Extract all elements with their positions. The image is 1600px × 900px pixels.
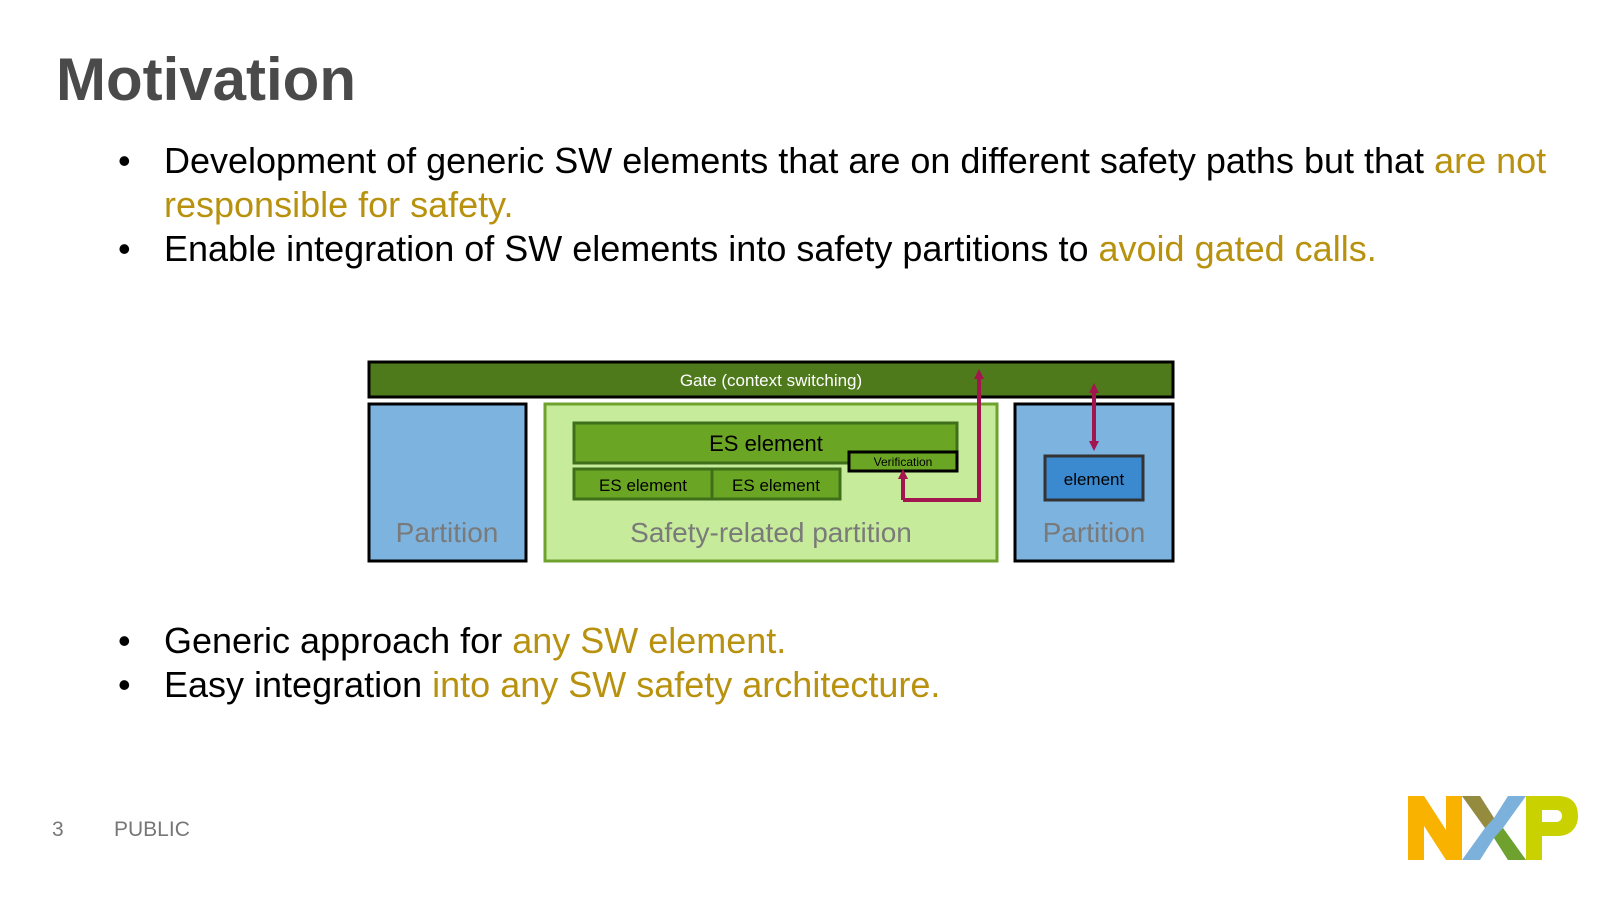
- element-label: element: [1064, 470, 1125, 489]
- safety-partition: [543, 402, 999, 563]
- safety-partition-label: Safety-related partition: [630, 517, 912, 548]
- bullet-item: Development of generic SW elements that …: [118, 139, 1558, 227]
- top-bullet-list: Development of generic SW elements that …: [118, 139, 1558, 271]
- es-element-top-label: ES element: [709, 431, 823, 456]
- verification-box: [847, 450, 959, 473]
- gate-bar: [367, 360, 1175, 399]
- right-partition-label: Partition: [1043, 517, 1146, 548]
- slide-title: Motivation: [56, 46, 356, 113]
- bottom-bullet-list: Generic approach for any SW element. Eas…: [118, 619, 1558, 707]
- es-element-top: [572, 421, 959, 465]
- bullet-item: Enable integration of SW elements into s…: [118, 227, 1558, 271]
- nxp-logo-icon: [1408, 796, 1578, 860]
- right-partition: [1013, 402, 1175, 563]
- verification-label: Verification: [874, 455, 933, 469]
- bullet-item: Generic approach for any SW element.: [118, 619, 1558, 663]
- bullet-item: Easy integration into any SW safety arch…: [118, 663, 1558, 707]
- left-partition: [367, 402, 528, 563]
- left-partition-label: Partition: [396, 517, 499, 548]
- es-element-left: [572, 467, 714, 501]
- verification-to-gate-arrow: [901, 374, 979, 502]
- page-number: 3: [52, 818, 64, 841]
- es-element-right: [710, 467, 842, 501]
- es-element-left-label: ES element: [599, 476, 687, 495]
- gate-label: Gate (context switching): [680, 371, 862, 390]
- element-box: [1043, 454, 1145, 502]
- es-element-right-label: ES element: [732, 476, 820, 495]
- classification-label: PUBLIC: [114, 818, 190, 841]
